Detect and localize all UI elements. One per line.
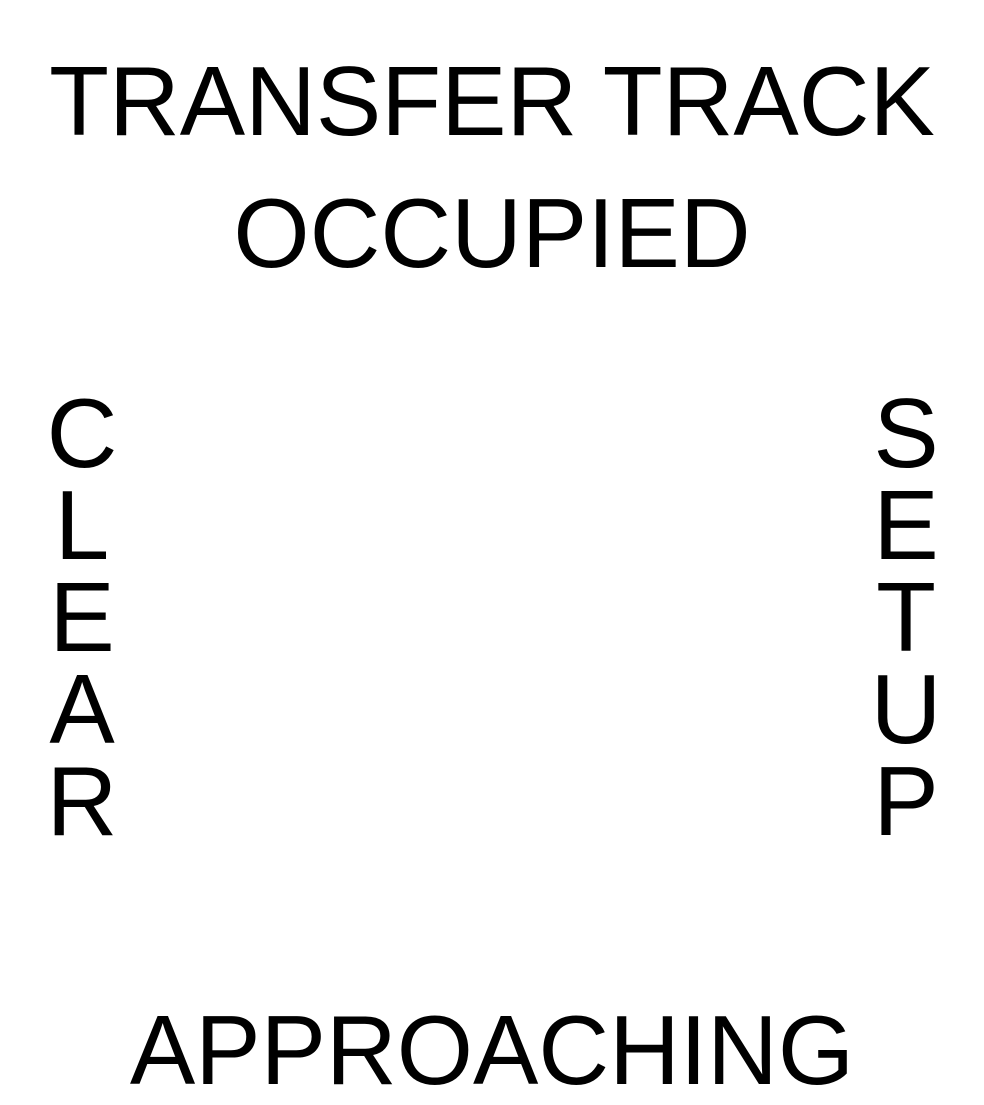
left-label-letter-e: E — [49, 562, 115, 672]
left-label-letter-l: L — [54, 470, 110, 580]
right-label-letter-u: U — [870, 654, 942, 764]
bottom-label: APPROACHING — [129, 995, 855, 1105]
left-label-letter-r: R — [46, 746, 118, 856]
right-label-letter-t: T — [876, 562, 936, 672]
top-label-line-2: OCCUPIED — [233, 178, 751, 288]
right-label-letter-s: S — [873, 378, 939, 488]
right-label-letter-p: P — [873, 746, 939, 856]
left-label-letter-a: A — [49, 654, 115, 764]
left-label-letter-c: C — [46, 378, 118, 488]
top-label-line-1: TRANSFER TRACK — [49, 46, 935, 156]
right-label-letter-e: E — [873, 470, 939, 580]
right-vertical-label: S E T U P — [866, 378, 946, 856]
left-vertical-label: C L E A R — [42, 378, 122, 856]
